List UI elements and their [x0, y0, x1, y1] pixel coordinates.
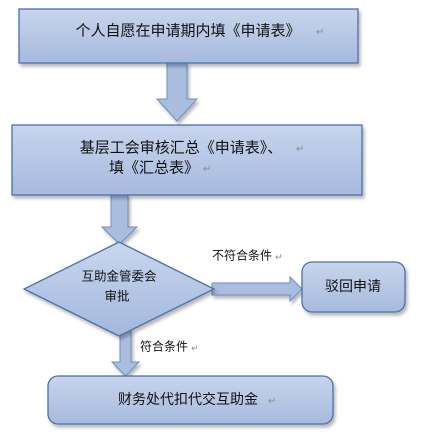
node-apply: 个人自愿在申请期内填《申请表》 ↵: [18, 8, 359, 64]
node-union: 基层工会审核汇总《申请表》、 ↵ 填《汇总表》 ↵: [11, 124, 363, 196]
para-mark: ↵: [268, 396, 276, 407]
node-union-line2: 填《汇总表》: [109, 159, 199, 177]
para-mark: ↵: [296, 144, 304, 155]
node-reject-text: 驳回申请: [325, 279, 381, 295]
para-mark: ↵: [275, 253, 283, 263]
arrow-committee-to-finance: [110, 329, 141, 377]
node-union-line1: 基层工会审核汇总《申请表》、: [80, 139, 283, 157]
node-finance: 财务处代扣代交互助金 ↵: [47, 375, 334, 425]
node-apply-text: 个人自愿在申请期内填《申请表》: [75, 22, 300, 40]
arrow-apply-to-union: [155, 62, 199, 122]
arrow-committee-to-reject: [211, 275, 303, 303]
edge-label-qualified: 符合条件: [140, 339, 188, 354]
para-mark: ↵: [203, 164, 211, 175]
para-mark: ↵: [316, 27, 324, 38]
node-committee-line1: 互助金管委会: [81, 269, 157, 284]
para-mark: ↵: [191, 344, 199, 354]
node-finance-text: 财务处代扣代交互助金: [118, 391, 258, 408]
node-committee: 互助金管委会 审批: [22, 241, 216, 337]
node-reject: 驳回申请: [301, 261, 406, 313]
node-committee-line2: 审批: [104, 289, 129, 304]
edge-label-not-qualified: 不符合条件: [212, 248, 272, 263]
arrow-union-to-committee: [100, 194, 139, 245]
